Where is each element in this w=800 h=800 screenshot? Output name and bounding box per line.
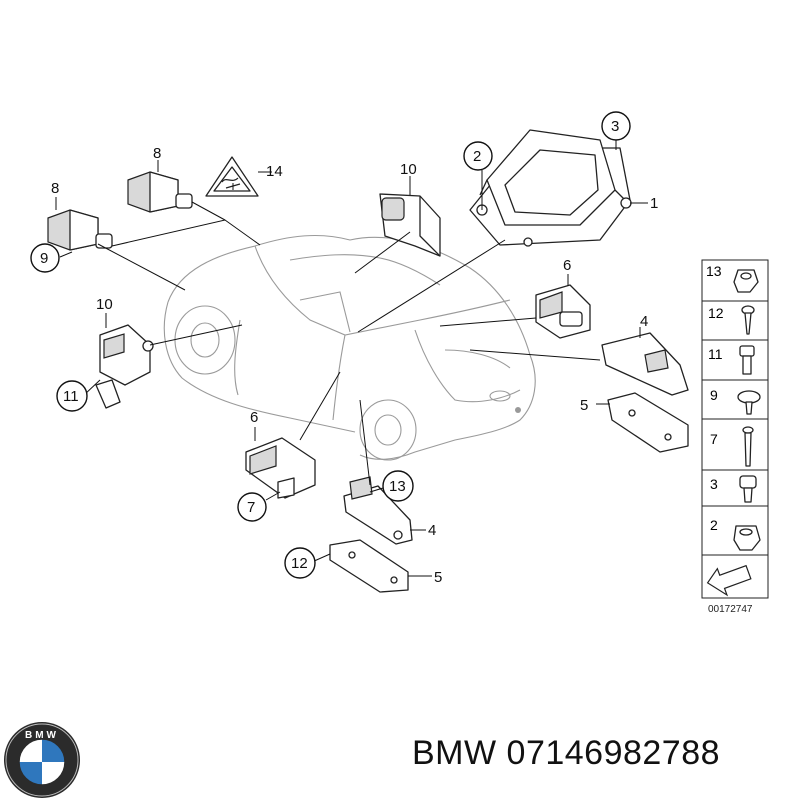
warning-label-part [205, 156, 259, 197]
callout-1: 1 [650, 195, 658, 212]
bmw-logo: BMW [4, 722, 80, 798]
fastener-legend: 13 12 11 9 7 3 2 00172747 [701, 259, 769, 615]
callout-5-right: 5 [580, 397, 588, 414]
sensor-6-lower [245, 437, 316, 499]
legend-12: 12 [708, 305, 724, 321]
callout-9: 9 [40, 250, 48, 267]
sensor-8-lower [47, 209, 113, 251]
callout-14: 14 [266, 163, 283, 180]
bracket-5-lower [329, 539, 409, 593]
legend-9: 9 [710, 387, 718, 403]
callout-11: 11 [63, 388, 79, 405]
legend-3: 3 [710, 476, 718, 492]
callout-10-lower: 10 [96, 296, 113, 313]
callout-4-right: 4 [640, 313, 648, 330]
callout-12: 12 [291, 555, 308, 572]
callout-labels: 1 2 3 4 4 5 5 6 6 7 8 8 9 10 10 11 12 13… [30, 111, 658, 586]
arrow-icon [706, 564, 752, 597]
sensor-6-right [535, 284, 591, 339]
callout-4-lower: 4 [428, 522, 436, 539]
legend-11: 11 [708, 346, 723, 362]
part-number-title: BMW 07146982788 [412, 734, 721, 772]
callout-6-lower: 6 [250, 409, 258, 426]
callout-2: 2 [473, 148, 481, 165]
legend-2: 2 [710, 517, 718, 533]
legend-13: 13 [706, 263, 722, 279]
legend-7: 7 [710, 431, 718, 447]
sensor-4-right [601, 332, 689, 396]
sensor-10-upper [379, 193, 441, 257]
diagram-code: 00172747 [708, 604, 753, 615]
callout-3: 3 [611, 118, 619, 135]
callout-8-upper: 8 [153, 145, 161, 162]
callout-6-right: 6 [563, 257, 571, 274]
bracket-5-right [607, 392, 689, 453]
callout-7: 7 [247, 499, 255, 516]
sensor-4-lower [343, 476, 413, 545]
car-outline [163, 234, 536, 461]
leader-lines [55, 133, 648, 577]
callout-8-lower: 8 [51, 180, 59, 197]
callout-5-lower: 5 [434, 569, 442, 586]
callout-13: 13 [389, 478, 406, 495]
logo-letters: BMW [25, 730, 59, 741]
callout-10-upper: 10 [400, 161, 417, 178]
control-unit-part [469, 129, 632, 247]
sensor-8-upper [127, 171, 226, 221]
sensor-10-lower [95, 324, 154, 409]
